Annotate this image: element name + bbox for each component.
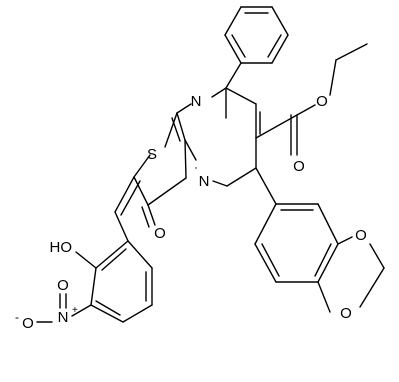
nitrophenol-ring — [90, 240, 153, 323]
nitro-group-labels: N + O O - — [15, 277, 78, 332]
atom-nitro-o-top: O — [57, 277, 69, 294]
atom-o-dioxole-bottom: O — [340, 305, 352, 322]
dioxole-bonds — [317, 236, 385, 313]
hydroxyl-bond — [75, 251, 97, 269]
atom-hydroxyl: HO — [50, 239, 73, 256]
pyrimidine-ring — [171, 87, 261, 187]
atom-o-ketone: O — [154, 225, 166, 242]
atom-o-dioxole-top: O — [355, 227, 367, 244]
nitro-group-bonds — [36, 293, 67, 323]
atom-nitro-o-left-charge: - — [15, 310, 19, 324]
atom-nitro-n: N — [58, 309, 69, 326]
atom-nitro-o-left: O — [22, 315, 34, 332]
benzodioxole-ring — [254, 167, 339, 283]
atom-n-fused: N — [199, 173, 210, 190]
atom-s-ring: S — [147, 146, 157, 163]
phenyl-ring — [224, 6, 289, 64]
atom-nitro-n-charge: + — [72, 305, 78, 316]
atom-o-ester-ether: O — [316, 93, 328, 110]
thiazole-ring — [133, 112, 187, 206]
atom-n-ring: N — [191, 93, 202, 110]
atom-o-ester-carbonyl: O — [293, 158, 305, 175]
nitro-bond — [71, 304, 92, 317]
phenyl-to-pyrimidine-bond — [225, 62, 242, 89]
ketone-group — [141, 204, 156, 228]
ethyl-ester — [255, 43, 368, 156]
exocyclic-double-bond — [114, 176, 141, 242]
